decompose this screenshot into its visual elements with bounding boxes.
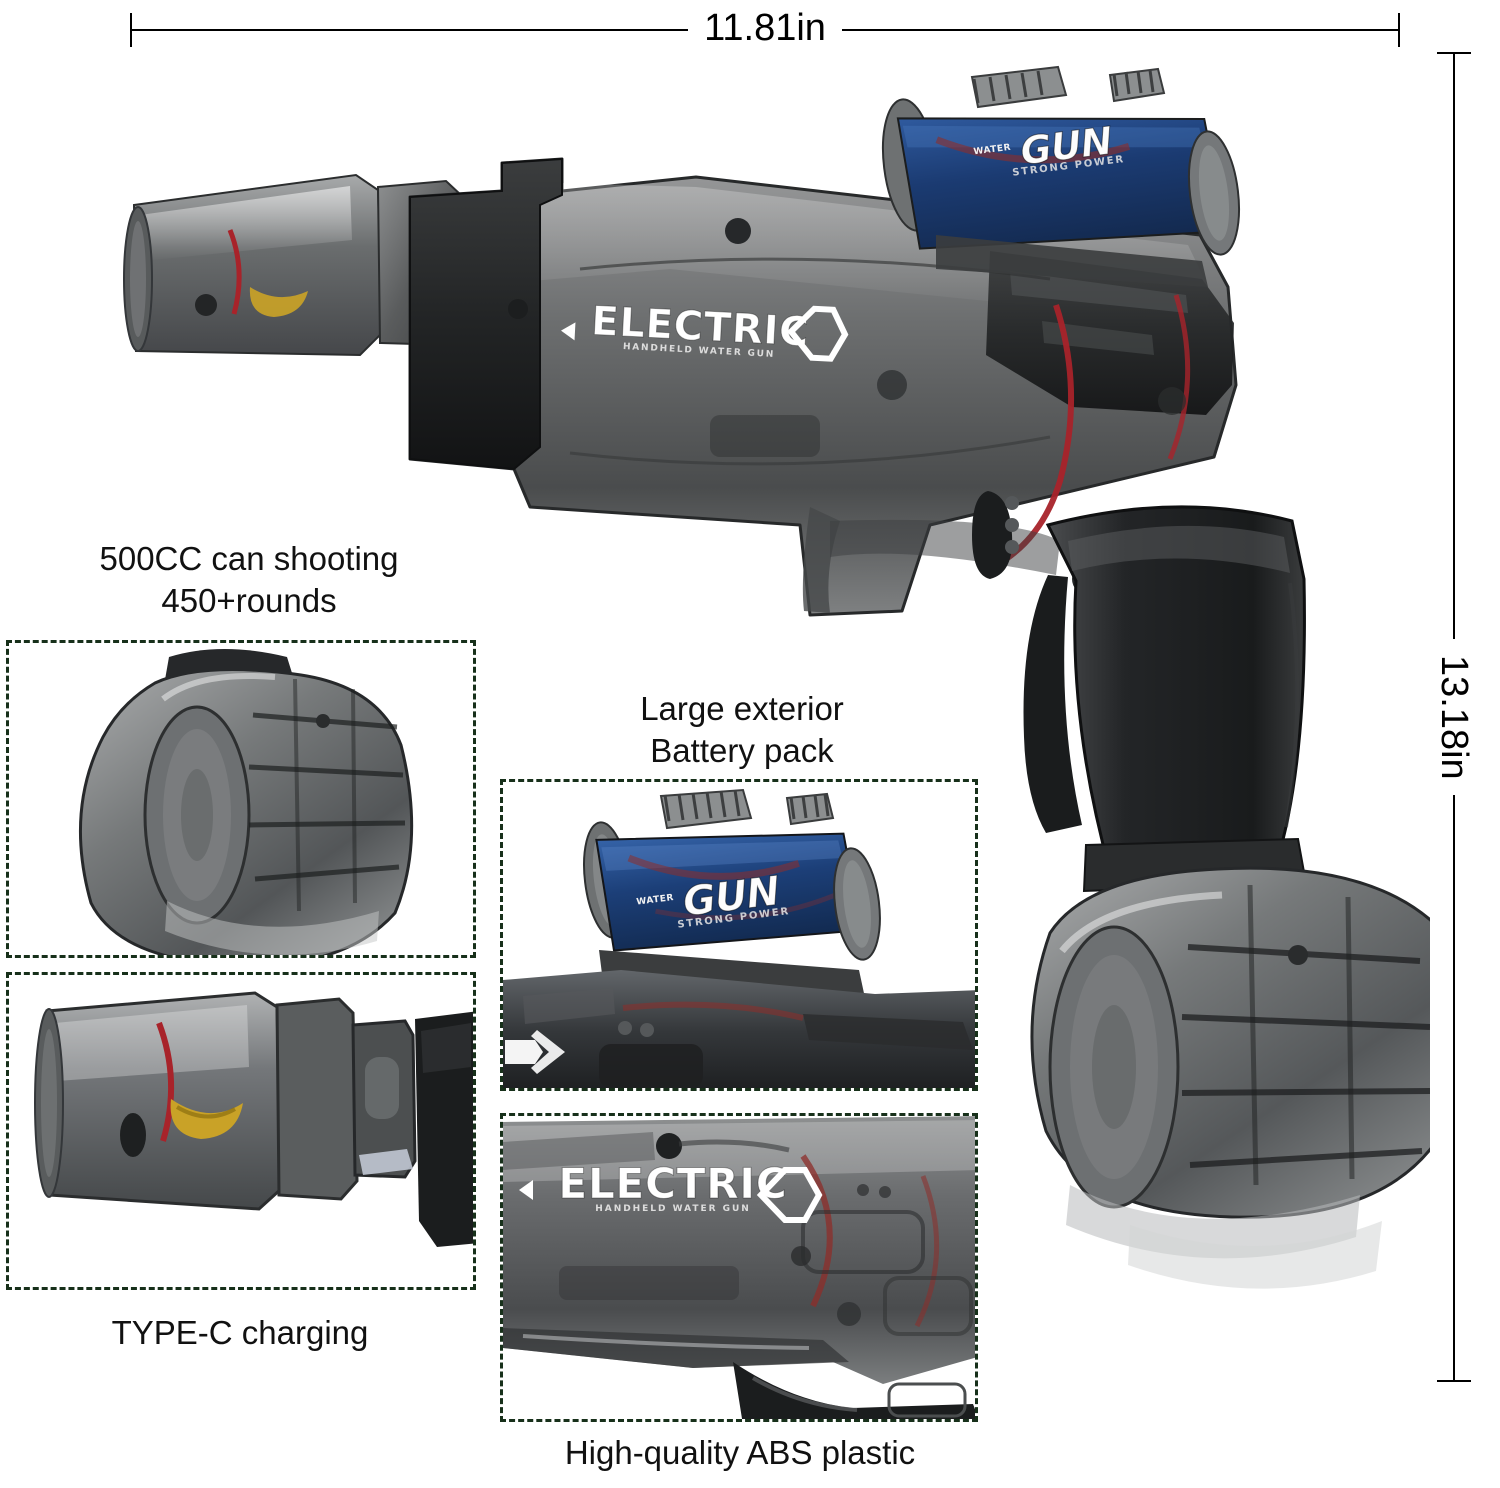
pistol-grip — [1023, 505, 1308, 893]
electric-logo-detail: ELECTRIC HANDHELD WATER GUN — [533, 1159, 813, 1214]
electric-logo-main: ELECTRIC — [558, 1159, 788, 1208]
width-dimension-cap-right — [1398, 13, 1401, 47]
electric-logo-main-diamond-icon — [787, 305, 849, 362]
width-dimension-line-right — [841, 29, 1399, 31]
height-dimension-label: 13.18in — [1433, 654, 1475, 780]
height-dimension-cap-top — [1437, 52, 1471, 54]
caption-capacity: 500CC can shooting 450+rounds — [99, 540, 399, 620]
detail-box-battery-pack: WATER GUN STRONG POWER — [500, 779, 978, 1091]
width-dimension-line-left — [132, 29, 689, 31]
detail-box-drum-magazine — [6, 640, 476, 958]
abs-shell-image — [503, 1116, 975, 1419]
electric-logo-main-arrow-icon — [561, 322, 576, 341]
main-product-image — [123, 65, 1430, 1289]
width-dimension-cap-left — [130, 13, 132, 47]
drum-magazine-image — [78, 649, 414, 955]
height-dimension: 13.18in — [1426, 52, 1482, 1383]
caption-material: High-quality ABS plastic — [564, 1434, 916, 1471]
battery-pack — [881, 65, 1240, 287]
caption-battery: Large exterior Battery pack — [640, 690, 844, 770]
electric-logo-sub: HANDHELD WATER GUN — [595, 1203, 751, 1214]
height-dimension-cap-bottom — [1437, 1380, 1471, 1383]
electric-badge-partial — [505, 1030, 565, 1074]
width-dimension-label: 11.81in — [704, 7, 826, 49]
drum-magazine-attached — [1030, 866, 1430, 1289]
width-dimension: 11.81in — [130, 7, 1401, 52]
height-dimension-line-top — [1453, 54, 1455, 639]
electric-logo-diamond-icon — [756, 1167, 823, 1223]
detail-box-charging-port — [6, 972, 476, 1290]
charging-port-image — [34, 991, 473, 1247]
battery-pack-image — [503, 788, 975, 1088]
electric-logo-arrow-icon — [519, 1180, 533, 1200]
detail-box-abs-shell: ELECTRIC HANDHELD WATER GUN — [500, 1113, 978, 1422]
height-dimension-line-bottom — [1453, 795, 1455, 1381]
caption-charging: TYPE-C charging — [111, 1314, 369, 1351]
